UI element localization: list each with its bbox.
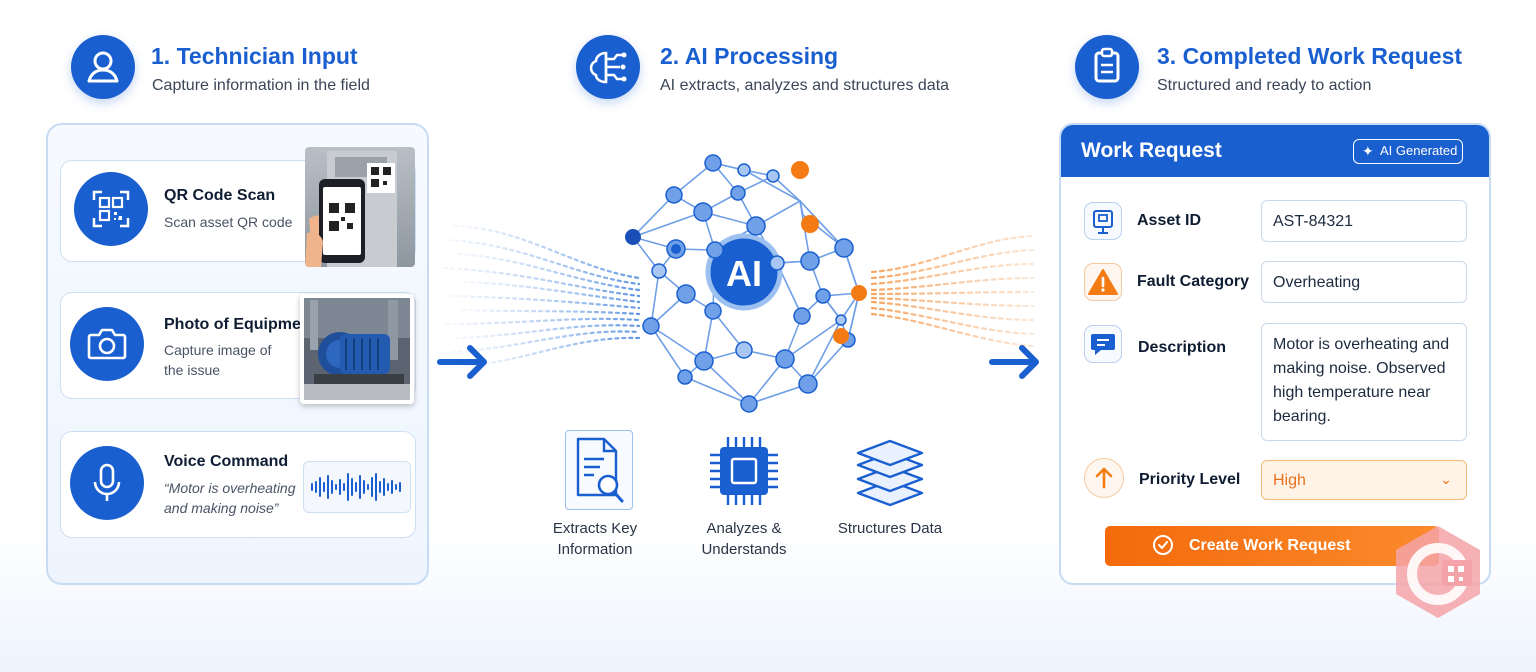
step-1-title: 1. Technician Input — [151, 43, 358, 69]
camera-icon — [87, 328, 127, 360]
audio-waveform — [303, 461, 411, 513]
work-request-panel: Work Request ✦ AI Generated Asset ID AST… — [1059, 123, 1491, 585]
photo-equipment-subtitle: Capture image of the issue — [164, 342, 272, 378]
ai-neural-network: AI — [625, 154, 867, 413]
clipboard-icon — [1094, 47, 1120, 83]
structure-label: Structures Data — [837, 520, 943, 537]
ai-center-label: AI — [726, 253, 762, 294]
asset-id-icon-box — [1084, 202, 1122, 240]
step-3-subtitle: Structured and ready to action — [1157, 77, 1372, 94]
description-field[interactable]: Motor is overheating and making noise. O… — [1261, 323, 1467, 441]
fault-category-icon-box — [1084, 263, 1122, 301]
technician-step-icon — [71, 35, 135, 99]
step-2-subtitle: AI extracts, analyzes and structures dat… — [660, 77, 950, 94]
voice-command-subtitle: “Motor is overheating and making noise” — [164, 480, 296, 516]
step-1-subtitle: Capture information in the field — [152, 77, 370, 94]
chip-icon — [710, 437, 778, 505]
priority-icon-box — [1084, 458, 1124, 498]
description-icon-box — [1084, 325, 1122, 363]
microphone-icon — [93, 463, 121, 501]
work-request-step-icon — [1075, 35, 1139, 99]
create-work-request-button[interactable]: Create Work Request — [1105, 526, 1439, 566]
asset-id-label: Asset ID — [1137, 212, 1202, 229]
ai-generated-label: AI Generated — [1380, 143, 1458, 158]
fault-category-label: Fault Category — [1137, 273, 1250, 290]
priority-select[interactable]: High ⌄ — [1261, 460, 1467, 500]
extract-info-label: Extracts Key Information — [552, 520, 638, 558]
analyze-label: Analyzes & Understands — [701, 520, 787, 558]
waveform-icon — [311, 473, 401, 501]
fault-category-field[interactable]: Overheating — [1261, 261, 1467, 303]
qr-icon-circle — [74, 172, 148, 246]
priority-value: High — [1273, 472, 1306, 489]
step-3-title: 3. Completed Work Request — [1157, 43, 1463, 69]
brain-circuit-icon — [589, 51, 627, 84]
voice-command-title: Voice Command — [164, 453, 289, 470]
qr-scan-subtitle: Scan asset QR code — [164, 214, 293, 230]
qr-scan-photo — [305, 147, 415, 267]
photo-equipment-title: Photo of Equipment — [164, 316, 316, 333]
asset-tag-icon — [1093, 210, 1113, 234]
chat-icon — [1091, 334, 1115, 355]
step-2-title: 2. AI Processing — [660, 43, 839, 69]
output-data-stream — [870, 234, 1035, 348]
camera-icon-circle — [70, 307, 144, 381]
document-search-icon — [576, 437, 624, 503]
description-label: Description — [1138, 339, 1227, 356]
chevron-down-icon: ⌄ — [1440, 471, 1452, 487]
extract-info-icon-box — [565, 430, 633, 510]
arrow-right-icon — [437, 345, 487, 379]
equipment-photo — [300, 294, 414, 404]
watermark-logo-icon — [1396, 526, 1480, 618]
arrow-right-icon — [989, 345, 1039, 379]
user-icon — [87, 51, 119, 83]
qr-scan-title: QR Code Scan — [164, 187, 276, 204]
ai-step-icon — [576, 35, 640, 99]
sparkle-icon: ✦ — [1362, 143, 1374, 159]
ai-generated-badge: ✦ AI Generated — [1353, 139, 1463, 164]
input-data-stream — [442, 224, 641, 368]
microphone-icon-circle — [70, 446, 144, 520]
priority-label: Priority Level — [1139, 471, 1241, 488]
warning-icon — [1088, 269, 1118, 295]
qr-code-icon — [92, 190, 130, 228]
work-request-header: Work Request ✦ AI Generated — [1061, 125, 1489, 177]
asset-id-field[interactable]: AST-84321 — [1261, 200, 1467, 242]
layers-icon — [856, 439, 924, 507]
check-circle-icon — [1153, 535, 1173, 555]
create-work-request-label: Create Work Request — [1189, 537, 1351, 554]
work-request-title: Work Request — [1081, 139, 1222, 162]
arrow-up-icon — [1095, 467, 1113, 489]
